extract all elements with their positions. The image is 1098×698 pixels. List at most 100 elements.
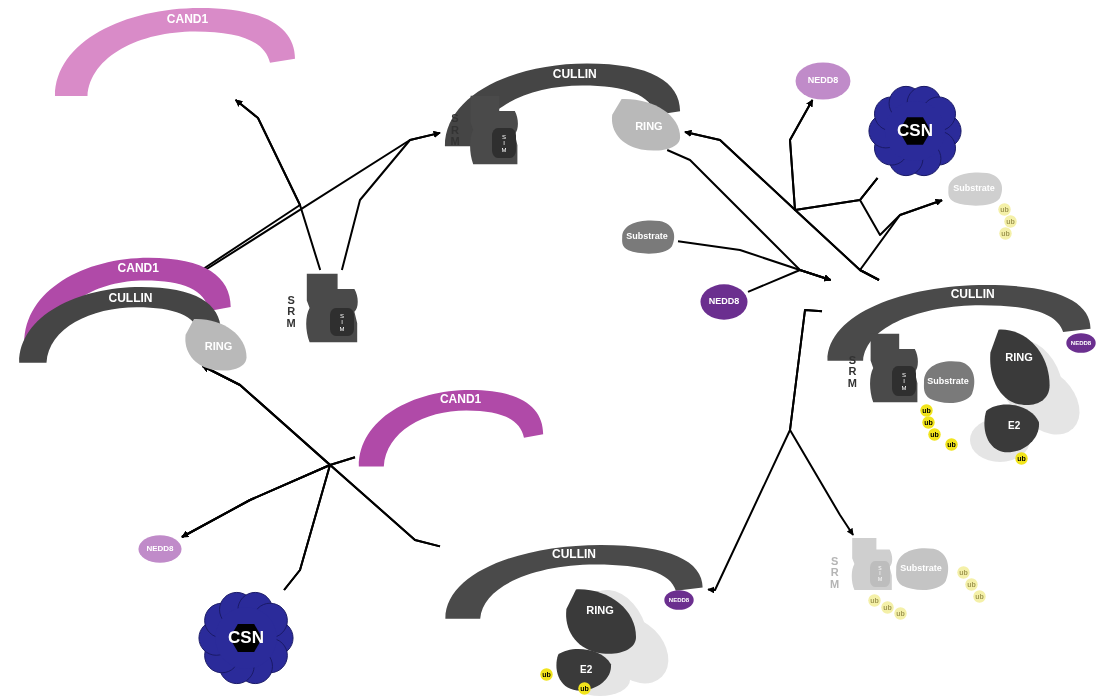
ring-shape bbox=[985, 328, 1053, 410]
nedd8-released: NEDD8 bbox=[138, 535, 182, 563]
ub-label: ub bbox=[967, 581, 976, 589]
node-label: Substrate bbox=[900, 564, 942, 574]
ring-shape bbox=[560, 588, 640, 658]
ub-tag: ub bbox=[894, 607, 907, 620]
node-label: S I M bbox=[339, 313, 345, 332]
node-label: CULLIN bbox=[109, 292, 153, 305]
substrate-released: Substrate bbox=[890, 545, 952, 593]
node-label: NEDD8 bbox=[669, 597, 689, 604]
ub-tag: ub bbox=[965, 578, 978, 591]
ring-domain: RING bbox=[560, 588, 640, 658]
ub-tag: ub bbox=[999, 227, 1012, 240]
reaction-arrow bbox=[182, 465, 330, 590]
cullin-scaffold: CULLIN bbox=[822, 280, 1096, 364]
reaction-arrow bbox=[685, 132, 879, 280]
node-label: CULLIN bbox=[552, 548, 596, 561]
ub-tag: ub bbox=[920, 404, 933, 417]
sim-motif: S I M bbox=[330, 308, 354, 336]
ring-domain: RING bbox=[180, 318, 250, 374]
reaction-arrow bbox=[748, 270, 831, 292]
substrate: Substrate bbox=[616, 218, 678, 256]
node-label: E2 bbox=[580, 664, 592, 675]
reaction-arrow bbox=[708, 310, 822, 590]
ub-tag: ub bbox=[998, 203, 1011, 216]
reaction-arrow bbox=[203, 366, 355, 465]
substrate: Substrate bbox=[918, 358, 978, 406]
node-label: RING bbox=[1005, 351, 1033, 363]
srm-adaptor: S R MS I M bbox=[468, 92, 520, 168]
reaction-arrow bbox=[860, 200, 942, 280]
ub-label: ub bbox=[1006, 218, 1015, 226]
node-label: S I M bbox=[878, 566, 883, 582]
ring-motion-ghosts bbox=[570, 329, 1093, 696]
ub-label: ub bbox=[1000, 206, 1009, 214]
node-label: Substrate bbox=[626, 232, 668, 242]
node-label: E2 bbox=[1008, 419, 1020, 430]
ub-label: ub bbox=[930, 431, 939, 439]
reaction-arrow bbox=[186, 133, 440, 282]
reaction-arrow bbox=[860, 178, 942, 235]
nedd8: NEDD8 bbox=[1066, 333, 1096, 353]
node-label: CULLIN bbox=[951, 289, 995, 302]
node-label: S R M bbox=[829, 555, 840, 590]
ub-tag: ub bbox=[957, 566, 970, 579]
ub-tag: ub bbox=[928, 428, 941, 441]
ub-label: ub bbox=[896, 610, 905, 618]
node-label: RING bbox=[586, 604, 614, 616]
ub-tag: ub bbox=[881, 601, 894, 614]
reaction-arrow bbox=[203, 366, 440, 546]
ub-label: ub bbox=[870, 597, 879, 605]
node-label: CULLIN bbox=[553, 68, 597, 81]
csn-complex: CSN bbox=[868, 84, 962, 178]
node-label: S R M bbox=[450, 113, 461, 148]
cand1-protein: CAND1 bbox=[355, 385, 547, 470]
cand1-protein: CAND1 bbox=[50, 2, 300, 100]
sim-motif: S I M bbox=[870, 561, 890, 587]
ub-label: ub bbox=[542, 671, 551, 679]
ub-label: ub bbox=[947, 441, 956, 449]
reaction-arrow bbox=[790, 100, 879, 280]
ub-label: ub bbox=[1017, 455, 1026, 463]
ub-label: ub bbox=[959, 569, 968, 577]
node-label: NEDD8 bbox=[808, 76, 839, 86]
node-label: RING bbox=[635, 120, 663, 132]
ub-label: ub bbox=[883, 604, 892, 612]
srm-released: S R MS I M bbox=[850, 535, 894, 593]
reaction-arrow bbox=[236, 100, 321, 270]
srm-adaptor: S R MS I M bbox=[868, 330, 920, 406]
reaction-arrow bbox=[678, 241, 831, 280]
ub-tag: ub bbox=[945, 438, 958, 451]
reaction-arrow bbox=[182, 457, 355, 537]
csn-complex: CSN bbox=[198, 590, 294, 686]
ub-tag: ub bbox=[578, 682, 591, 695]
node-label: NEDD8 bbox=[146, 545, 173, 554]
ub-label: ub bbox=[1001, 230, 1010, 238]
node-label: NEDD8 bbox=[1071, 340, 1091, 347]
ub-label: ub bbox=[924, 419, 933, 427]
node-label: CSN bbox=[897, 122, 933, 141]
ring-domain: RING bbox=[606, 98, 684, 154]
ub-label: ub bbox=[922, 407, 931, 415]
e2-enzyme: E2 bbox=[980, 400, 1042, 455]
node-label: CAND1 bbox=[440, 394, 481, 407]
node-label: CAND1 bbox=[118, 263, 159, 276]
reaction-arrow bbox=[342, 133, 440, 270]
srm-adaptor: S R MS I M bbox=[304, 270, 360, 346]
node-label: CSN bbox=[228, 629, 264, 648]
reaction-arrow bbox=[184, 100, 301, 282]
node-label: S R M bbox=[286, 294, 297, 329]
reaction-arrow bbox=[685, 132, 878, 210]
node-label: RING bbox=[205, 340, 233, 352]
sim-motif: S I M bbox=[892, 366, 916, 396]
node-label: S R M bbox=[847, 354, 858, 389]
node-label: Substrate bbox=[927, 377, 969, 387]
ub-tag: ub bbox=[973, 590, 986, 603]
node-label: NEDD8 bbox=[709, 297, 740, 307]
substrate-released: Substrate bbox=[942, 170, 1006, 208]
node-label: S I M bbox=[501, 134, 507, 153]
node-label: S I M bbox=[901, 372, 907, 391]
ub-label: ub bbox=[580, 685, 589, 693]
nedd8-released: NEDD8 bbox=[795, 62, 851, 100]
